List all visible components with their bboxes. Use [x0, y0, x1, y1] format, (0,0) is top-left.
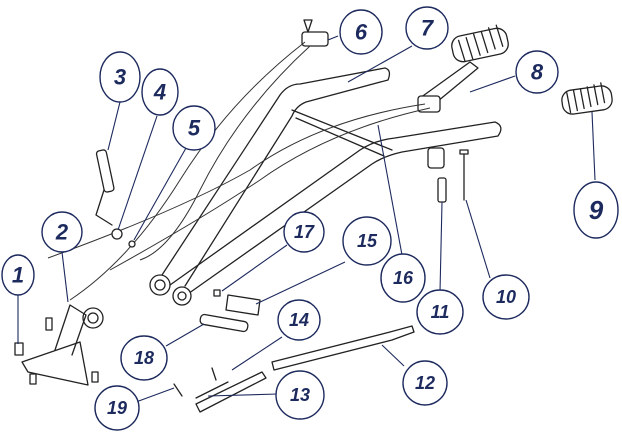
- callout-2: 2: [41, 211, 83, 253]
- svg-text:1: 1: [12, 263, 24, 288]
- callout-13: 13: [275, 370, 325, 420]
- callout-4: 4: [141, 68, 179, 116]
- svg-text:14: 14: [289, 310, 309, 330]
- pivot-pulleys: [82, 274, 192, 329]
- svg-text:18: 18: [134, 348, 154, 368]
- lever-3-part: [95, 149, 136, 248]
- fork-13-part: [195, 371, 267, 413]
- callout-19: 19: [94, 385, 140, 431]
- callout-3: 3: [99, 51, 141, 103]
- callout-7: 7: [405, 6, 449, 50]
- clamp-11-part: [427, 147, 447, 203]
- svg-text:19: 19: [107, 398, 127, 418]
- bolt-1-part: [14, 342, 24, 356]
- svg-text:6: 6: [355, 20, 368, 45]
- svg-text:3: 3: [114, 65, 126, 90]
- throttle-6-part: [301, 19, 329, 47]
- svg-text:17: 17: [294, 222, 315, 242]
- callout-14: 14: [277, 299, 321, 341]
- handlebar-frame: [159, 67, 502, 297]
- rod-12-part: [271, 325, 415, 371]
- callout-12: 12: [402, 360, 448, 406]
- leader-lines: [17, 35, 596, 403]
- callout-9: 9: [573, 181, 619, 239]
- bolt-10-part: [459, 149, 469, 201]
- svg-text:7: 7: [421, 16, 435, 41]
- cables: [47, 41, 431, 301]
- callout-11: 11: [416, 289, 464, 335]
- svg-text:9: 9: [589, 195, 604, 225]
- callout-17: 17: [283, 211, 325, 253]
- callout-6: 6: [339, 9, 383, 55]
- svg-text:5: 5: [188, 116, 201, 141]
- svg-text:12: 12: [415, 373, 435, 393]
- svg-text:11: 11: [431, 302, 450, 322]
- svg-text:10: 10: [496, 287, 516, 307]
- callout-15: 15: [342, 216, 392, 266]
- callout-10: 10: [482, 274, 530, 320]
- callout-16: 16: [380, 253, 426, 303]
- svg-text:16: 16: [393, 268, 414, 288]
- callout-5: 5: [172, 105, 216, 151]
- pin-18-part: [199, 313, 249, 333]
- grip-9-part: [561, 82, 613, 115]
- callouts: 1 2 3 4 5 6 7 8: [1, 6, 619, 431]
- small-pins: [173, 367, 217, 397]
- svg-text:2: 2: [55, 220, 69, 245]
- callout-18: 18: [120, 335, 168, 381]
- base-mount-2-part: [21, 304, 99, 386]
- upper-grip: [451, 24, 509, 63]
- bracket-15-part: [213, 289, 261, 316]
- svg-text:4: 4: [153, 80, 166, 105]
- parts-drawing: [14, 19, 613, 413]
- svg-text:8: 8: [531, 60, 544, 85]
- svg-text:15: 15: [357, 231, 378, 251]
- svg-text:13: 13: [290, 385, 310, 405]
- lever-8-part: [417, 61, 479, 113]
- callout-8: 8: [515, 50, 559, 94]
- callout-1: 1: [1, 254, 35, 296]
